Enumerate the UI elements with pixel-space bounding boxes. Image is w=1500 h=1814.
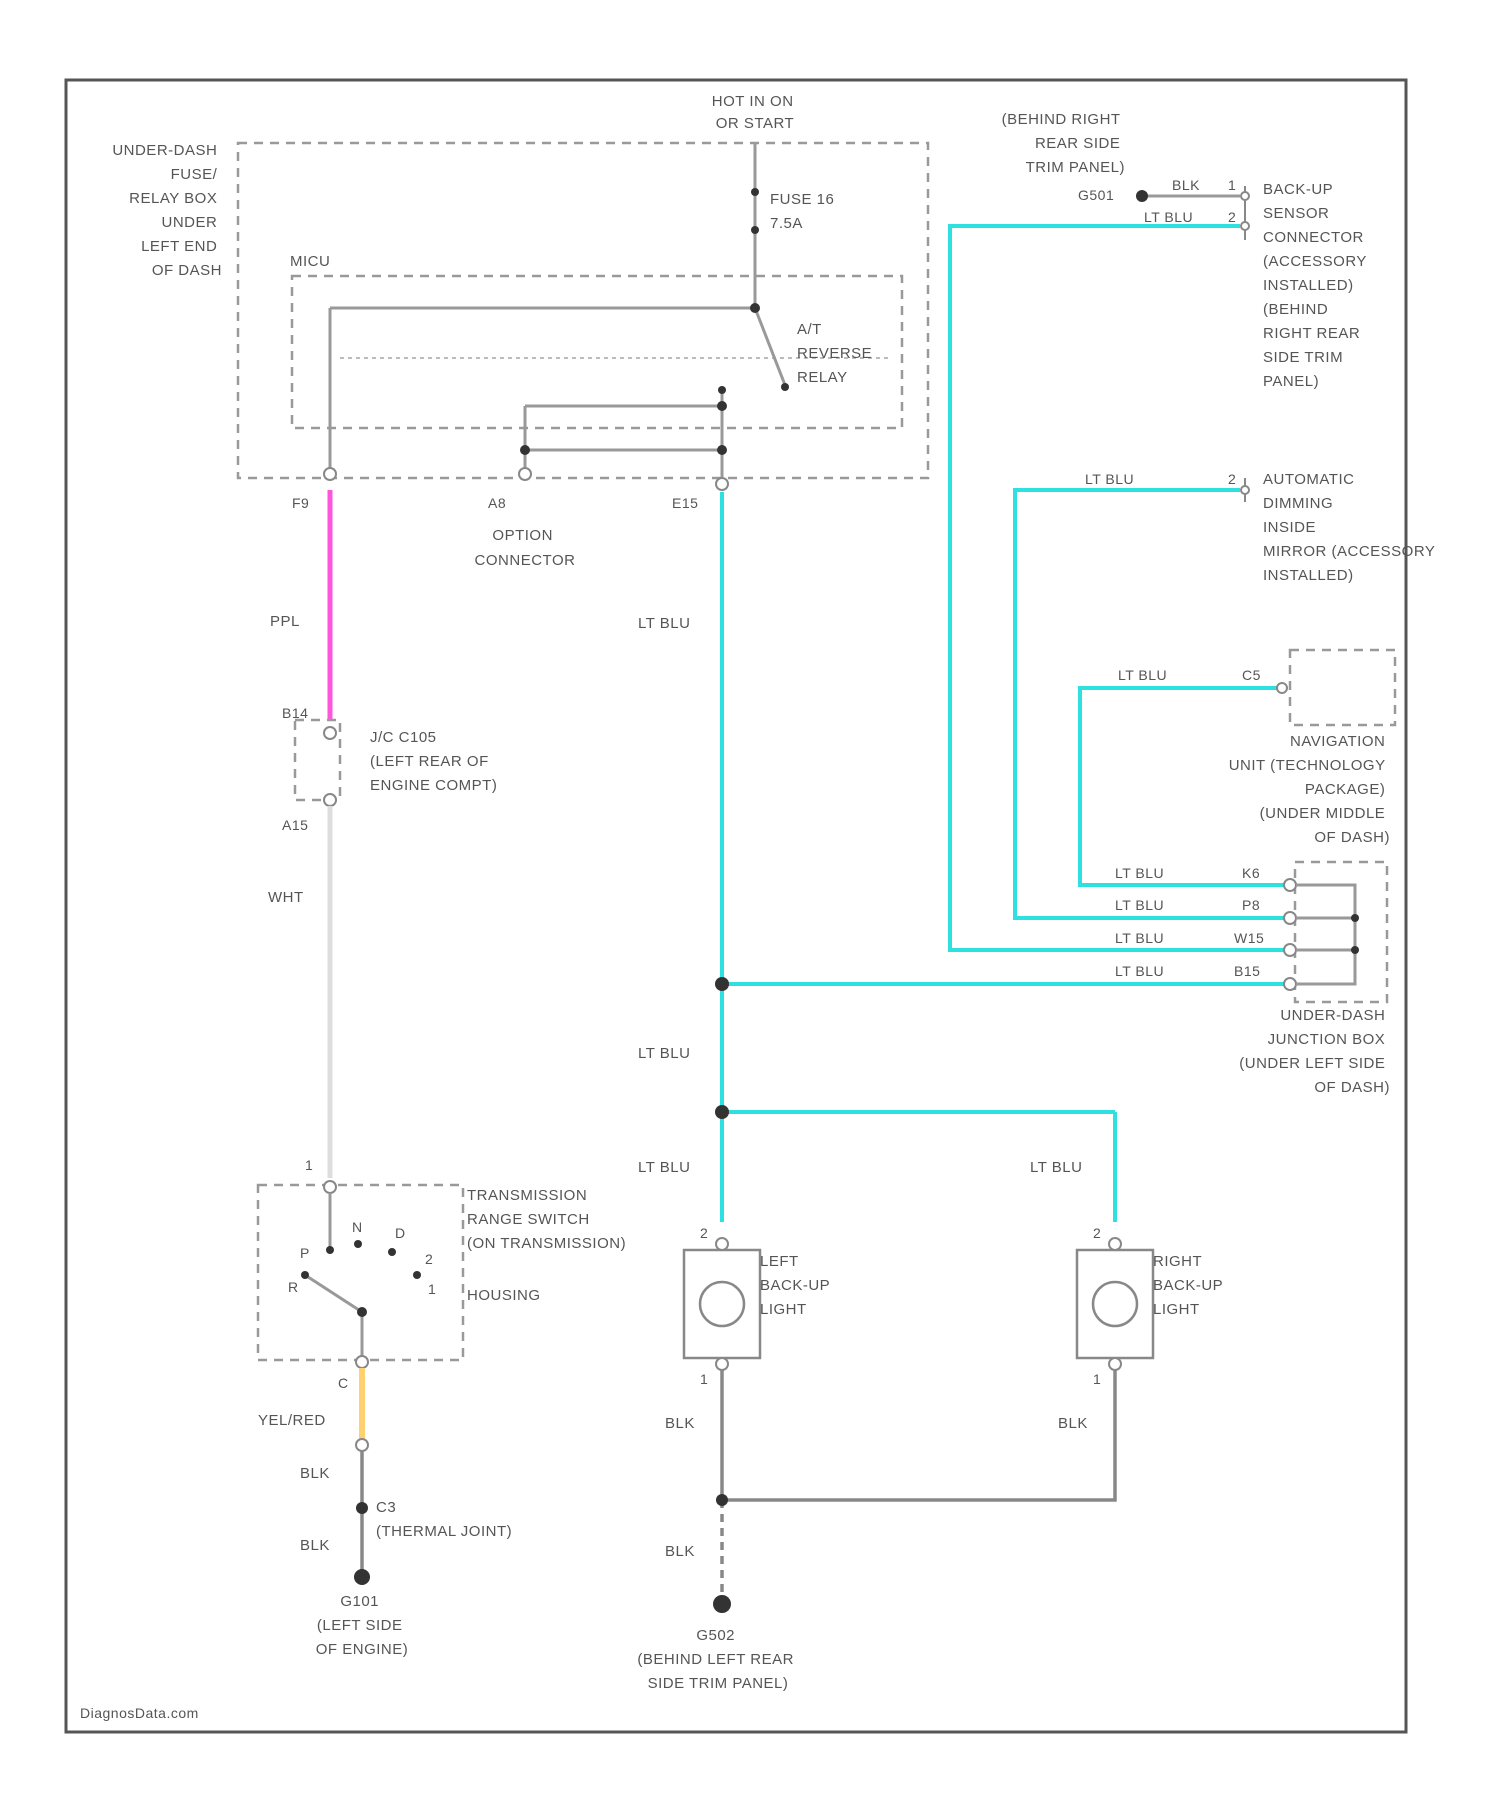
ltblu-left-lamp-label: LT BLU <box>638 1159 690 1176</box>
jc-connector-label: J/C C105 (LEFT REAR OF ENGINE COMPT) <box>370 729 497 794</box>
blk-left-lamp-label: BLK <box>665 1415 695 1432</box>
trs-pos-n: N <box>352 1219 363 1235</box>
ltblu-mid2-label: LT BLU <box>638 1045 690 1062</box>
trs-pos-1: 1 <box>428 1281 436 1297</box>
blk-b-label: BLK <box>300 1537 330 1554</box>
jb-pin-4: B15 <box>1234 963 1260 979</box>
ltblu-mirror-label: LT BLU <box>1085 471 1134 487</box>
g501-ground <box>1136 190 1148 202</box>
micu-label: MICU <box>290 253 330 270</box>
pin-mirror: 2 <box>1228 471 1236 487</box>
option-connector-label: OPTION CONNECTOR <box>475 527 576 569</box>
auto-mirror-label: AUTOMATIC DIMMING INSIDE MIRROR (ACCESSO… <box>1263 471 1440 584</box>
trs-pos-2: 2 <box>425 1251 433 1267</box>
g502-ground <box>713 1595 731 1613</box>
trs-pos-r: R <box>288 1279 299 1295</box>
navigation-unit-box <box>1290 650 1395 725</box>
ltblu-top-label: LT BLU <box>1144 209 1193 225</box>
lt-blu-to-backup-sensor <box>950 226 1290 950</box>
trs-label: TRANSMISSION RANGE SWITCH (ON TRANSMISSI… <box>467 1187 626 1252</box>
g502-label: G502 (BEHIND LEFT REAR SIDE TRIM PANEL) <box>637 1627 798 1692</box>
pin-trs-c: C <box>338 1375 349 1391</box>
right-lamp-pin-top: 2 <box>1093 1225 1101 1241</box>
left-lamp-pin-top: 2 <box>700 1225 708 1241</box>
g501-label: G501 <box>1078 187 1114 203</box>
junction-box-pin-labels: LT BLU K6 LT BLU P8 LT BLU W15 LT BLU B1… <box>1115 865 1264 979</box>
c3-label: C3 (THERMAL JOINT) <box>376 1499 512 1540</box>
blk-a-label: BLK <box>300 1465 330 1482</box>
pin-a15-label: A15 <box>282 817 308 833</box>
junction-box-label: UNDER-DASH JUNCTION BOX (UNDER LEFT SIDE… <box>1239 1007 1390 1096</box>
splice-ground <box>716 1494 728 1506</box>
fuse-label: FUSE 16 7.5A <box>770 191 839 232</box>
trs-positions: N D 2 1 P R <box>288 1219 436 1297</box>
g101-label: G101 (LEFT SIDE OF ENGINE) <box>316 1593 409 1658</box>
g101-ground <box>354 1569 370 1585</box>
pin-f9-label: F9 <box>292 495 309 511</box>
jb-pin-1: K6 <box>1242 865 1260 881</box>
jb-pin-2: P8 <box>1242 897 1260 913</box>
hot-label: HOT IN ON OR START <box>712 93 798 132</box>
pin-e15-label: E15 <box>672 495 698 511</box>
relay-label: A/T REVERSE RELAY <box>797 321 877 386</box>
trs-pos-p: P <box>300 1245 310 1261</box>
jb-wire-1: LT BLU <box>1115 865 1164 881</box>
blk-right-lamp-wire <box>722 1370 1115 1500</box>
range-switch-contacts <box>301 1181 421 1368</box>
left-lamp-pin-bottom: 1 <box>700 1371 708 1387</box>
blk-ground-label: BLK <box>665 1543 695 1560</box>
diagram-frame <box>66 80 1406 1732</box>
housing-label: HOUSING <box>467 1287 541 1304</box>
blk-top-label: BLK <box>1172 177 1200 193</box>
jb-wire-4: LT BLU <box>1115 963 1164 979</box>
jb-wire-3: LT BLU <box>1115 930 1164 946</box>
junction-box <box>1295 862 1387 1002</box>
lt-blu-to-navigation <box>1080 688 1290 885</box>
ppl-label: PPL <box>270 613 300 630</box>
mirror-connector <box>1241 478 1249 502</box>
backup-sensor-label: BACK-UP SENSOR CONNECTOR (ACCESSORY INST… <box>1263 181 1371 390</box>
right-backup-light <box>1077 1238 1153 1370</box>
navigation-unit-label: NAVIGATION UNIT (TECHNOLOGY PACKAGE) (UN… <box>1229 733 1390 846</box>
pin-trs-1: 1 <box>305 1157 313 1173</box>
pin-a8-label: A8 <box>488 495 506 511</box>
blk-right-lamp-label: BLK <box>1058 1415 1088 1432</box>
pin-1-top: 1 <box>1228 177 1236 193</box>
right-lamp-label: RIGHT BACK-UP LIGHT <box>1153 1253 1228 1318</box>
thermal-joint-node <box>356 1502 368 1514</box>
jb-wire-2: LT BLU <box>1115 897 1164 913</box>
g501-location-label: (BEHIND RIGHT REAR SIDE TRIM PANEL) <box>1002 111 1125 176</box>
fuse-box-label: UNDER-DASH FUSE/ RELAY BOX UNDER LEFT EN… <box>112 142 222 279</box>
right-lamp-pin-bottom: 1 <box>1093 1371 1101 1387</box>
watermark: DiagnosData.com <box>80 1705 199 1721</box>
jb-pin-3: W15 <box>1234 930 1264 946</box>
ltblu-mid1-label: LT BLU <box>638 615 690 632</box>
pin-c5: C5 <box>1242 667 1261 683</box>
backup-sensor-connector <box>1241 186 1249 240</box>
splice-1 <box>715 977 729 991</box>
ltblu-nav-label: LT BLU <box>1118 667 1167 683</box>
trs-pos-d: D <box>395 1225 406 1241</box>
yelred-label: YEL/RED <box>258 1412 326 1429</box>
wht-label: WHT <box>268 889 304 906</box>
lt-blu-to-mirror <box>1015 490 1290 918</box>
pin-b14-label: B14 <box>282 705 308 721</box>
left-backup-light <box>684 1238 760 1370</box>
pin-2-top: 2 <box>1228 209 1236 225</box>
splice-2 <box>715 1105 729 1119</box>
left-lamp-label: LEFT BACK-UP LIGHT <box>760 1253 835 1318</box>
ltblu-right-lamp-label: LT BLU <box>1030 1159 1082 1176</box>
